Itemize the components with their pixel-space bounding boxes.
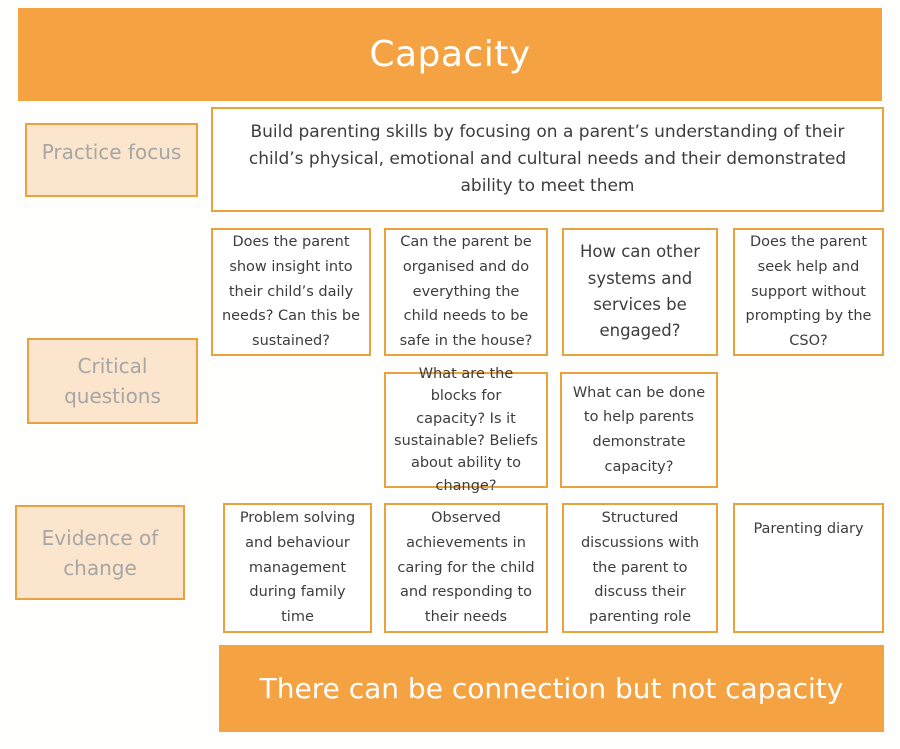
practice-focus-description: Build parenting skills by focusing on a … (248, 122, 847, 197)
evidence-box-structured-discussions: Structured discussions with the parent t… (562, 503, 718, 633)
footer-title: There can be connection but not capacity (259, 672, 844, 705)
header-banner: Capacity (18, 8, 882, 101)
critical-question-box-organised: Can the parent be organised and do every… (384, 228, 548, 356)
critical-question-box-blocks: What are the blocks for capacity? Is it … (384, 366, 548, 494)
evidence-text: Observed achievements in caring for the … (397, 510, 535, 625)
critical-question-text: What are the blocks for capacity? Is it … (394, 365, 538, 494)
evidence-box-problem-solving: Problem solving and behaviour management… (223, 503, 372, 633)
critical-question-box-insight: Does the parent show insight into their … (211, 228, 371, 356)
critical-question-text: Does the parent seek help and support wi… (745, 234, 872, 349)
row-label-practice-focus: Practice focus (25, 123, 198, 197)
footer-banner: There can be connection but not capacity (219, 645, 884, 732)
row-label-critical-questions: Critical questions (27, 338, 198, 424)
critical-question-text: Does the parent show insight into their … (221, 234, 361, 349)
critical-question-text: How can other systems and services be en… (579, 242, 701, 341)
critical-question-text: Can the parent be organised and do every… (399, 234, 533, 349)
evidence-text: Structured discussions with the parent t… (580, 510, 700, 625)
row-label-evidence-of-change: Evidence of change (15, 505, 185, 600)
page-title: Capacity (369, 34, 531, 75)
evidence-box-observed-achievements: Observed achievements in caring for the … (384, 503, 548, 633)
critical-question-box-seek-help: Does the parent seek help and support wi… (733, 228, 884, 356)
critical-question-box-demonstrate: What can be done to help parents demonst… (560, 372, 718, 488)
evidence-box-parenting-diary: Parenting diary (733, 503, 884, 633)
practice-focus-label: Practice focus (41, 140, 182, 164)
evidence-of-change-label: Evidence of change (41, 525, 159, 580)
critical-question-box-systems: How can other systems and services be en… (562, 228, 718, 356)
practice-focus-description-box: Build parenting skills by focusing on a … (211, 107, 884, 212)
critical-question-text: What can be done to help parents demonst… (572, 384, 706, 475)
evidence-text: Problem solving and behaviour management… (239, 510, 356, 625)
critical-questions-label: Critical questions (64, 354, 161, 408)
evidence-text: Parenting diary (753, 521, 864, 537)
